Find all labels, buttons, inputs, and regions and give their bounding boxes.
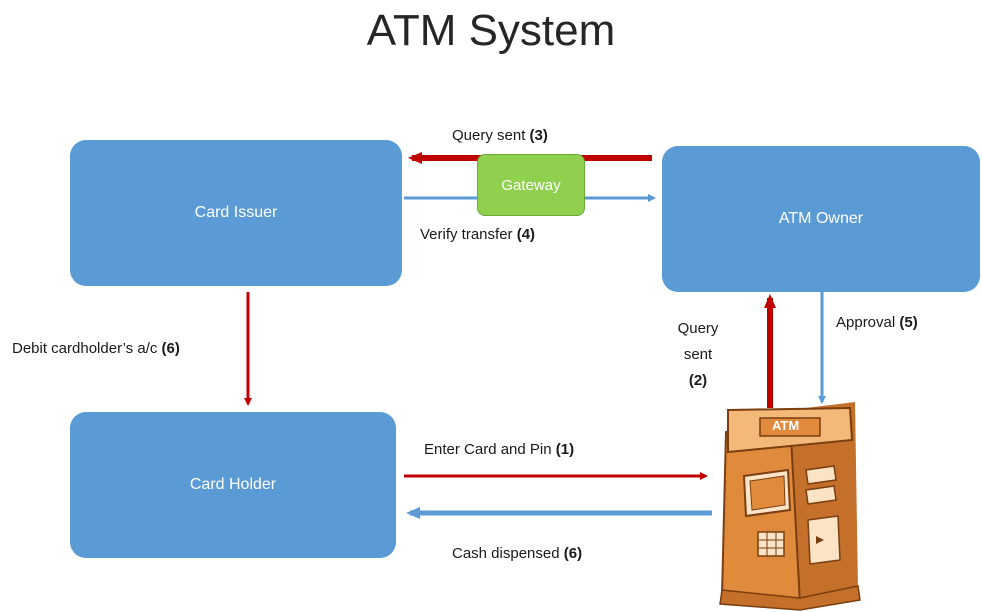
diagram-title: ATM System [366,6,616,55]
gateway-node: Gateway [477,154,585,216]
card-issuer-node: Card Issuer [70,140,402,286]
atm-owner-label: ATM Owner [778,210,864,227]
edge-label-query-sent-3: Query sent (3) [452,127,548,144]
edge-label-query-sent-2: Query sent (2) [677,320,719,389]
edge-label-debit-6: Debit cardholder’s a/c (6) [12,340,180,357]
edge-label-verify-transfer-4: Verify transfer (4) [420,226,536,243]
edge-label-cash-dispensed-6: Cash dispensed (6) [452,545,583,562]
card-holder-node: Card Holder [70,412,396,558]
atm-machine-icon [719,402,861,611]
card-holder-label: Card Holder [189,476,277,493]
edge-label-enter-card-1: Enter Card and Pin (1) [424,441,575,458]
atm-owner-node: ATM Owner [662,146,980,292]
card-issuer-label: Card Issuer [194,204,278,221]
gateway-label: Gateway [501,176,561,194]
atm-sign-label: ATM [772,418,800,433]
edge-label-approval-5: Approval (5) [836,314,918,331]
